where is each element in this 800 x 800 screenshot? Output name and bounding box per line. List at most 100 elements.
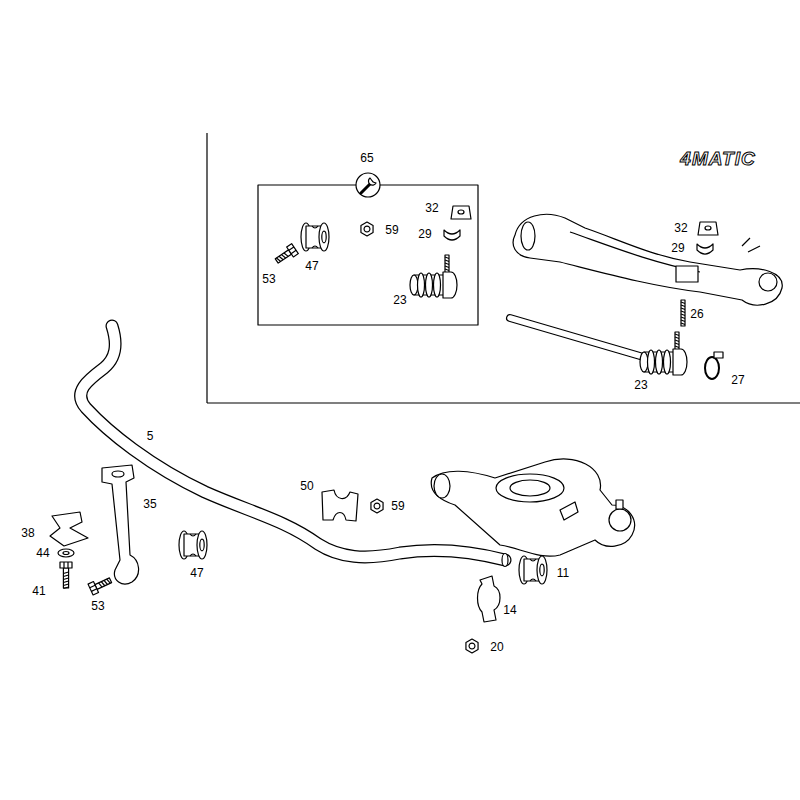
bushing-hole (540, 564, 544, 576)
bolt-shank (63, 568, 68, 588)
model-badge: 4MATIC (677, 149, 758, 168)
bracket-hole (112, 471, 124, 477)
stud-thread (445, 269, 449, 271)
arm-bushing (521, 222, 535, 250)
washer-hole (63, 552, 69, 555)
bushing-hole (200, 539, 204, 551)
bolt-head-edge (67, 562, 68, 568)
threaded-stud (681, 300, 685, 326)
arm-ball-joint (609, 509, 631, 531)
mounting-bracket (102, 465, 139, 584)
stud-thread (681, 317, 685, 319)
bolt-head-edge (63, 562, 64, 568)
callout-number: 59 (383, 223, 400, 237)
boot-rib (418, 273, 425, 297)
bolt-thread (63, 575, 68, 577)
joint-housing (443, 272, 457, 298)
bushing-hole (322, 231, 326, 243)
stud-thread (675, 346, 679, 348)
bolt-head-edge (91, 589, 96, 592)
callout-number: 35 (141, 497, 158, 511)
bolt-thread (104, 580, 108, 585)
rubber-washer (697, 244, 713, 254)
callout-number: 47 (303, 259, 320, 273)
callout-number: 11 (555, 566, 571, 580)
callout-number: 41 (30, 584, 47, 598)
nut-body (371, 499, 383, 513)
stabilizer-bar (81, 326, 505, 560)
callout-number: 27 (729, 373, 746, 387)
callout-number: 47 (188, 566, 205, 580)
bolt-head-edge (291, 250, 296, 253)
rubber-washer (444, 230, 460, 240)
boot-rib (656, 350, 663, 374)
callout-number: 32 (423, 201, 440, 215)
bushing-groove (530, 559, 536, 561)
nut-hole (469, 643, 475, 649)
bolt-shank (95, 578, 112, 589)
arm-ball-joint (759, 273, 777, 291)
callout-number: 23 (391, 293, 408, 307)
boot-rib (434, 273, 441, 297)
ball-joint-stud (616, 500, 623, 509)
bolt (88, 575, 113, 595)
rubber-mount-hole (458, 210, 464, 214)
rubber-bushing (519, 556, 547, 584)
nut-body (361, 222, 373, 236)
bolt-head (60, 562, 72, 568)
stud-thread (681, 308, 685, 310)
link-mount (560, 502, 578, 520)
bolt-thread (63, 578, 68, 580)
bushing-groove (530, 579, 536, 581)
control-arm (513, 214, 782, 305)
bolt-thread (99, 582, 103, 587)
bolt-head (88, 582, 99, 595)
joint-stud (675, 332, 679, 351)
joint-stud (445, 255, 449, 274)
bolt-thread (63, 581, 68, 583)
spring-seat-inner (510, 480, 550, 496)
ball-joint-link (640, 332, 687, 375)
callout-number: 44 (34, 546, 51, 560)
stabilizer-bar (510, 318, 640, 356)
callout-number: 23 (632, 378, 649, 392)
arm-bushing (434, 474, 450, 498)
callout-number: 32 (672, 221, 689, 235)
boot-rib (648, 350, 655, 374)
nut-hole (364, 226, 370, 232)
stabilizer-bar (81, 326, 505, 560)
bolt-shank (275, 250, 291, 263)
rubber-bushing (179, 531, 207, 559)
bar-end (502, 554, 508, 567)
bolt-thread (63, 587, 68, 589)
ball-joint-link (410, 255, 457, 298)
stud-thread (675, 334, 679, 336)
stud-thread (445, 260, 449, 262)
boot-end (410, 275, 418, 295)
clamp-bracket (478, 576, 501, 622)
bolt-thread (101, 581, 105, 586)
bushing-groove (190, 534, 196, 536)
washer (58, 549, 74, 557)
hex-nut (361, 222, 373, 236)
arm-detail (742, 238, 760, 252)
bushing-groove (312, 226, 318, 228)
bolt-thread (63, 572, 68, 574)
arm-band (676, 266, 698, 282)
stud-thread (681, 320, 685, 322)
bolt-thread (277, 257, 281, 262)
stud-thread (681, 314, 685, 316)
joint-housing (673, 349, 687, 375)
rubber-bushing (301, 223, 329, 251)
bushing-flange (537, 556, 547, 584)
bolt (273, 244, 298, 266)
stud-thread (445, 266, 449, 268)
hose-clamp (705, 357, 719, 379)
callout-number: 53 (260, 272, 277, 286)
hex-nut (371, 499, 383, 513)
rubber-mount-hole (705, 226, 711, 230)
boot-end (640, 352, 648, 372)
stud-thread (681, 323, 685, 325)
